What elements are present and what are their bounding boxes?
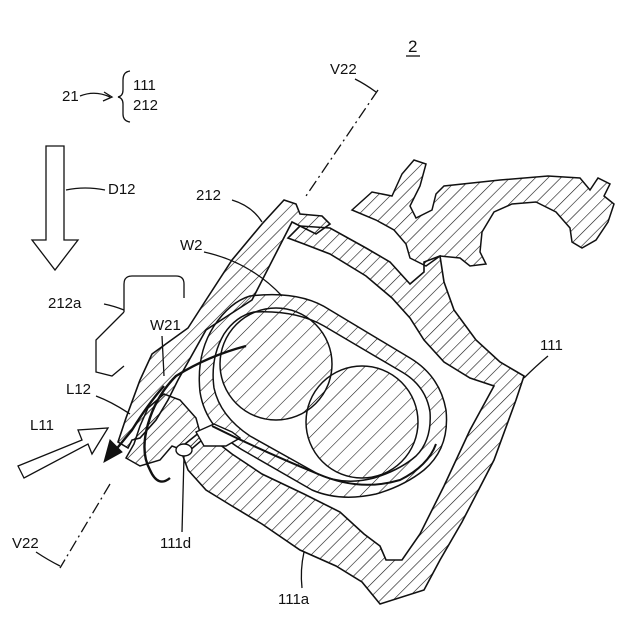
label-d12: D12 — [108, 181, 136, 198]
section-line-v22-lower — [60, 484, 110, 568]
label-v22-bottom: V22 — [12, 535, 39, 552]
leader-111 — [524, 356, 548, 378]
leader-111d — [182, 456, 184, 532]
label-w21: W21 — [150, 317, 181, 334]
direction-arrow-d12 — [32, 146, 78, 270]
label-v22-top: V22 — [330, 61, 357, 78]
light-arrow-l11 — [18, 428, 108, 478]
label-21: 21 — [62, 88, 79, 105]
clip-hook — [176, 444, 192, 456]
label-111-top: 111 — [133, 77, 156, 94]
label-111d: 111d — [160, 535, 191, 552]
label-w2: W2 — [180, 237, 203, 254]
figure-number: 2 — [408, 37, 417, 56]
leader-v22-top — [355, 79, 376, 92]
leader-l12 — [96, 396, 130, 414]
upper-bracket-111 — [352, 160, 614, 266]
leader-21 — [80, 93, 110, 97]
leader-111a — [301, 552, 304, 588]
leader-v22-bottom — [36, 552, 60, 566]
label-111: 111 — [540, 337, 563, 354]
brace — [118, 71, 130, 122]
label-212a: 212a — [48, 295, 82, 312]
leader-212a — [104, 304, 124, 310]
leader-212 — [232, 200, 262, 222]
cable-lower — [306, 366, 418, 478]
leader-d12 — [66, 188, 105, 190]
label-l11: L11 — [30, 417, 54, 434]
label-111a: 111a — [278, 591, 310, 608]
label-212-top: 212 — [133, 97, 158, 114]
section-line-v22-upper — [306, 90, 378, 196]
label-l12: L12 — [66, 381, 91, 398]
label-212: 212 — [196, 187, 221, 204]
